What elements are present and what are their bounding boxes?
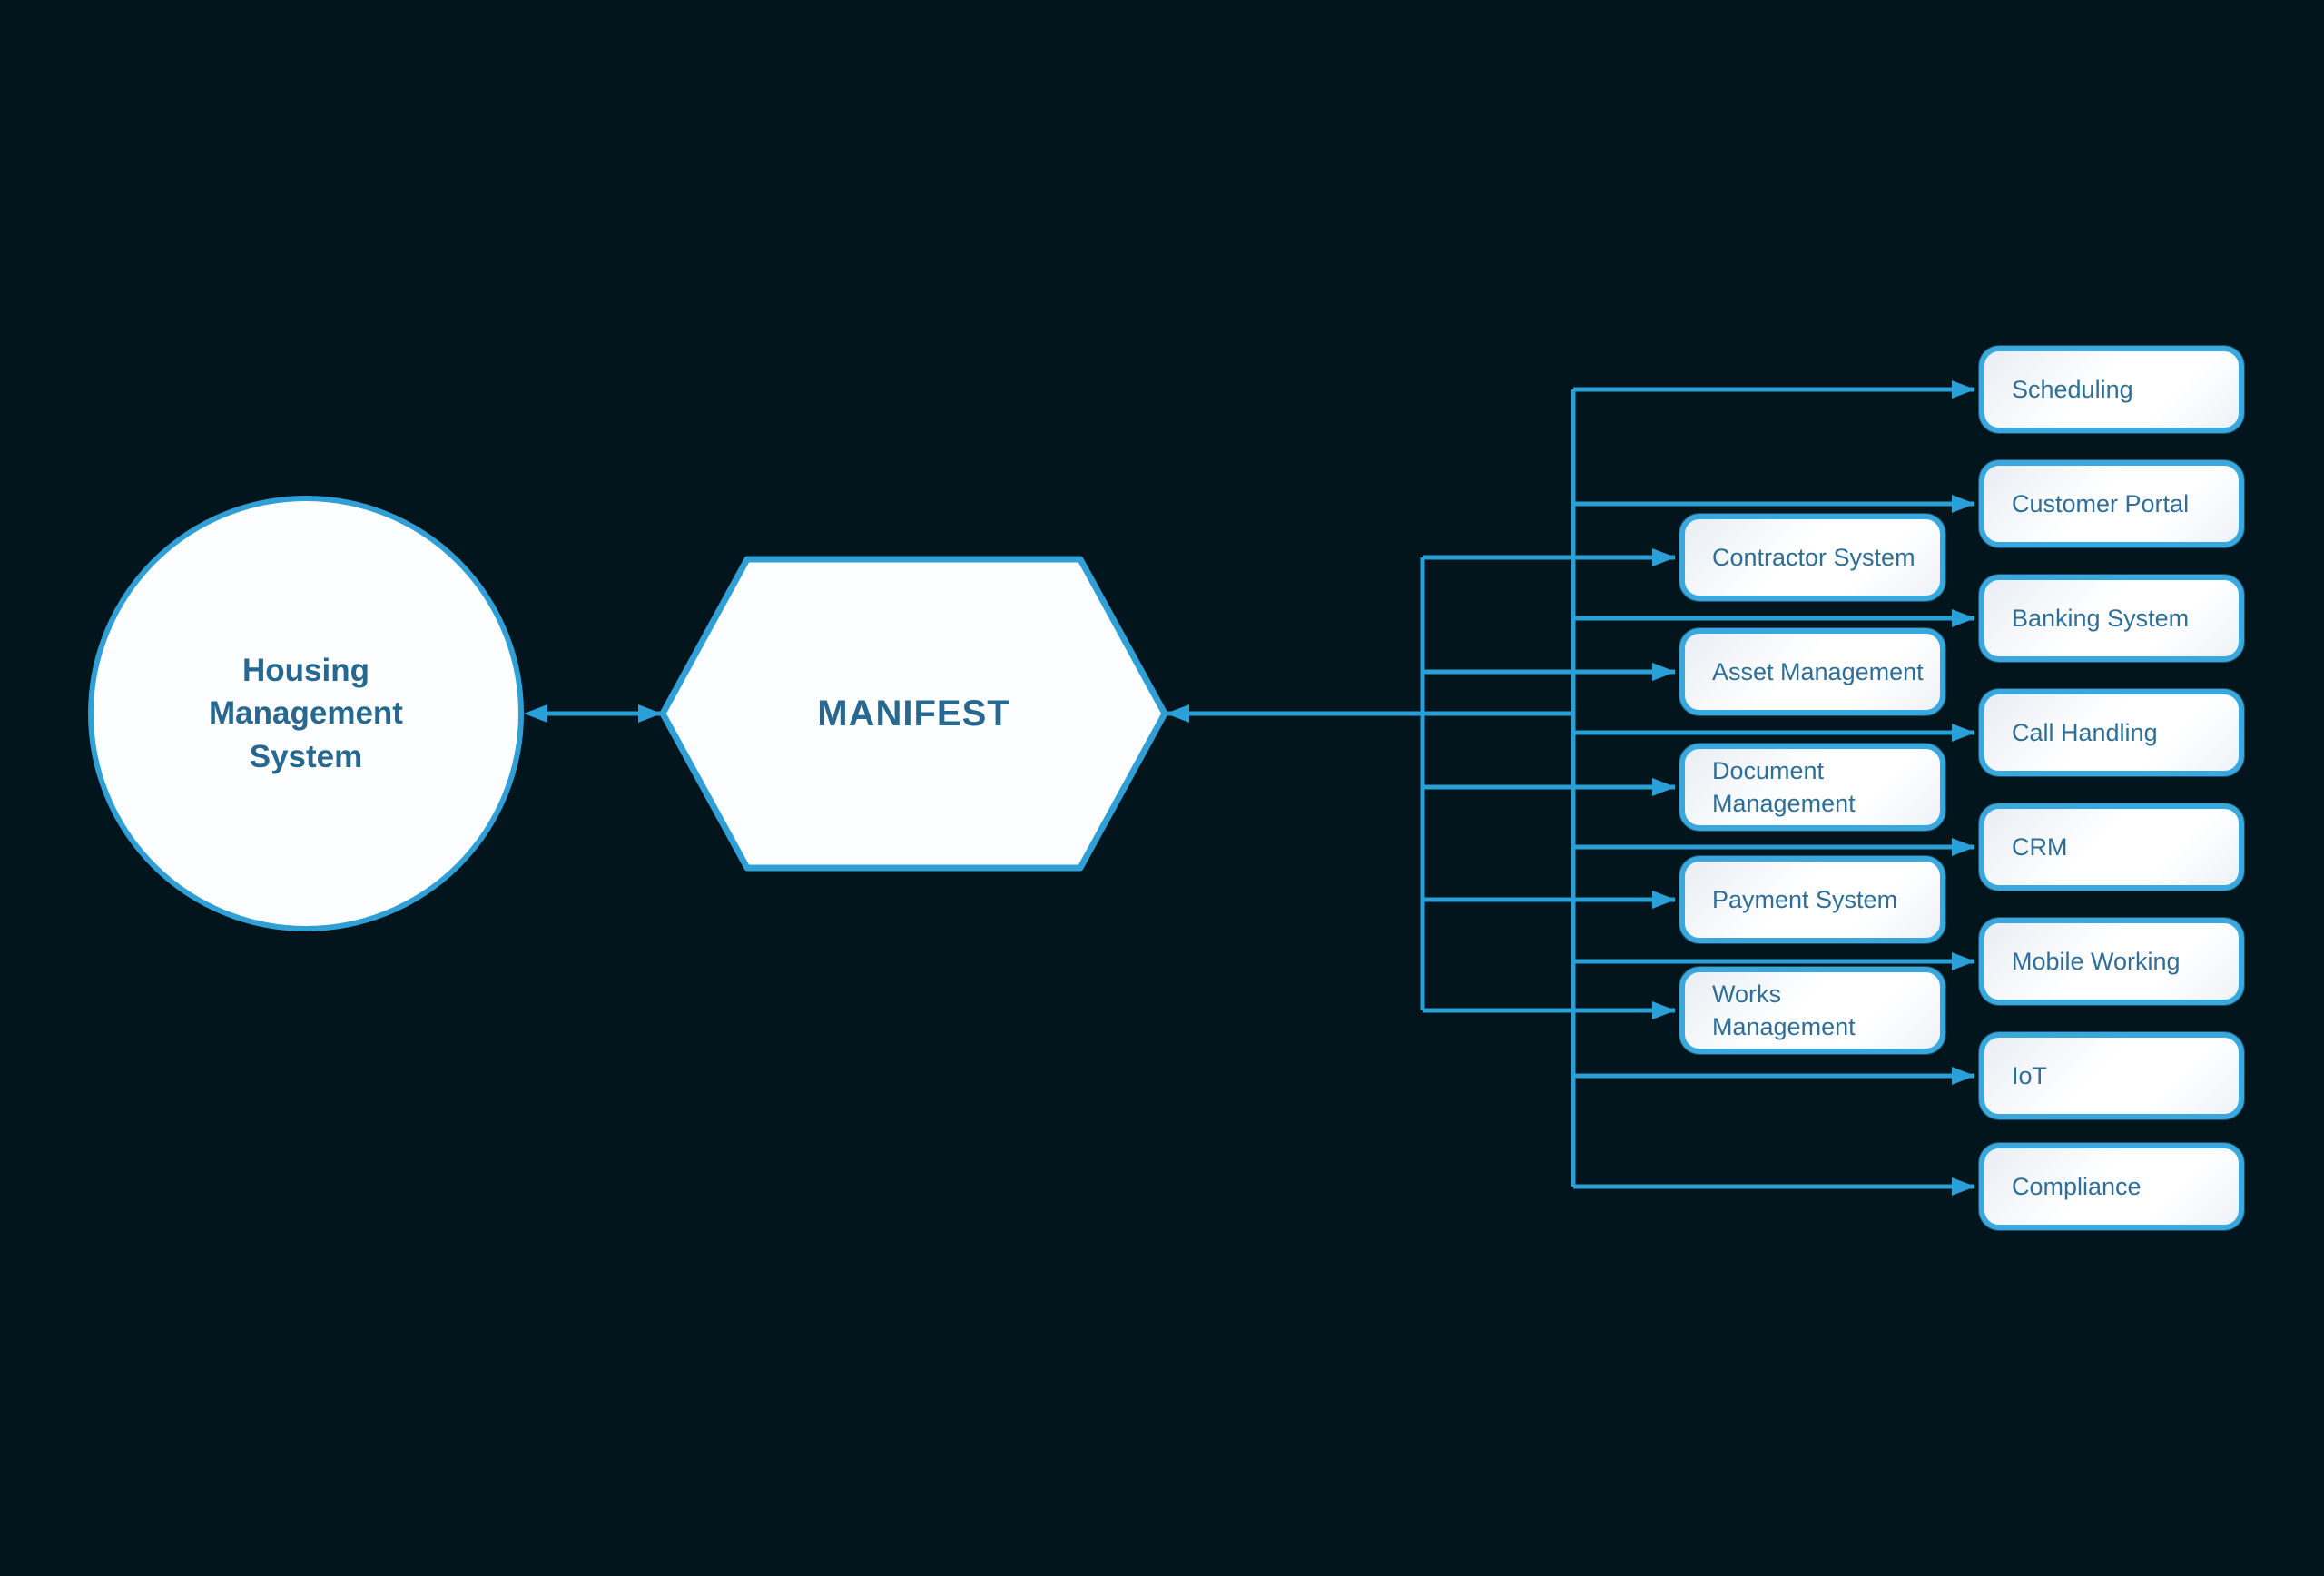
node-label: Banking System xyxy=(2012,604,2190,632)
arrowhead-to-circle xyxy=(524,704,547,723)
node-label: Contractor System xyxy=(1712,543,1915,571)
node-iot: IoT xyxy=(1979,1032,2244,1119)
node-asset-management: Asset Management xyxy=(1679,628,1945,715)
node-label: Compliance xyxy=(2012,1172,2142,1200)
node-banking-system: Banking System xyxy=(1979,575,2244,662)
node-payment-system: Payment System xyxy=(1679,856,1945,943)
node-call-handling: Call Handling xyxy=(1979,689,2244,776)
node-label: IoT xyxy=(2012,1061,2048,1089)
node-document-management: Document Management xyxy=(1679,744,1945,831)
node-label: Scheduling xyxy=(2012,375,2133,403)
node-label: Payment System xyxy=(1712,885,1898,913)
node-works-management: Works Management xyxy=(1679,967,1945,1054)
node-label: CRM xyxy=(2012,832,2068,861)
node-label: Document Management xyxy=(1712,756,1856,817)
node-compliance: Compliance xyxy=(1979,1143,2244,1230)
node-customer-portal: Customer Portal xyxy=(1979,460,2244,547)
housing-management-system-circle xyxy=(88,496,524,931)
node-mobile-working: Mobile Working xyxy=(1979,918,2244,1005)
node-label: Call Handling xyxy=(2012,718,2158,746)
node-scheduling: Scheduling xyxy=(1979,346,2244,433)
node-contractor-system: Contractor System xyxy=(1679,514,1945,601)
node-label: Customer Portal xyxy=(2012,489,2190,517)
node-crm: CRM xyxy=(1979,803,2244,891)
node-label: Mobile Working xyxy=(2012,947,2181,975)
manifest-hexagon xyxy=(659,556,1168,872)
node-label: Asset Management xyxy=(1712,657,1924,685)
node-label: Works Management xyxy=(1712,980,1856,1040)
